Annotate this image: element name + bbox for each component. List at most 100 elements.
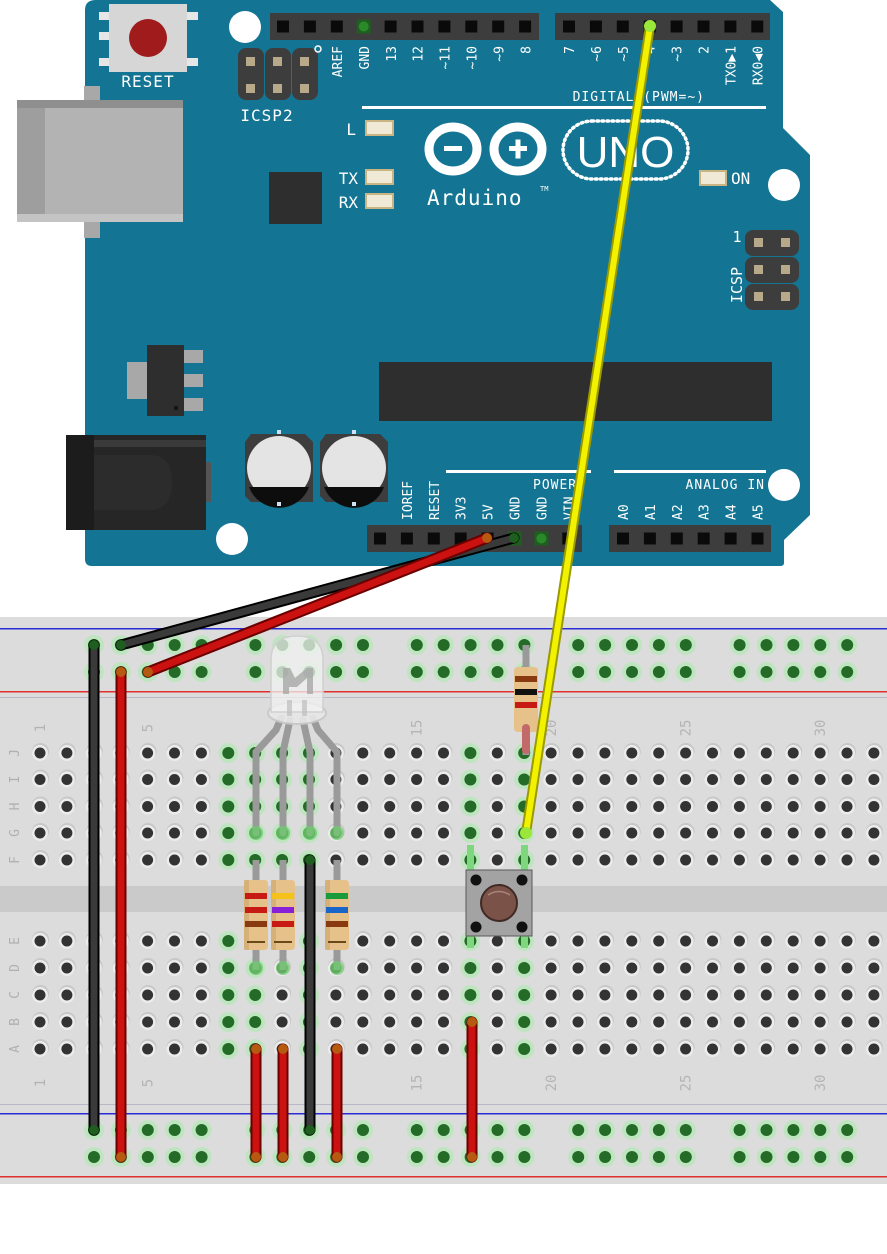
breadboard-hole[interactable] [169, 774, 180, 785]
breadboard-hole[interactable] [357, 747, 369, 759]
breadboard-hole[interactable] [841, 854, 853, 866]
breadboard-hole-active[interactable] [357, 1151, 369, 1163]
breadboard-hole-active[interactable] [626, 1151, 638, 1163]
breadboard-hole[interactable] [707, 962, 718, 974]
breadboard-hole[interactable] [626, 989, 638, 1001]
breadboard-hole-active[interactable] [679, 639, 692, 651]
breadboard-hole[interactable] [787, 827, 799, 839]
breadboard-hole[interactable] [438, 935, 449, 947]
breadboard-hole[interactable] [626, 774, 638, 785]
breadboard-hole[interactable] [545, 1016, 557, 1028]
breadboard-hole[interactable] [868, 827, 880, 839]
breadboard-hole[interactable] [545, 989, 557, 1001]
breadboard-hole[interactable] [384, 989, 396, 1001]
breadboard-hole-active[interactable] [168, 1151, 181, 1163]
breadboard-hole[interactable] [61, 989, 73, 1001]
breadboard-hole-active[interactable] [249, 989, 262, 1001]
breadboard-hole[interactable] [545, 854, 557, 866]
breadboard-hole[interactable] [707, 935, 718, 947]
breadboard-hole-active[interactable] [626, 1124, 638, 1136]
breadboard-hole[interactable] [61, 935, 73, 947]
breadboard-hole-active[interactable] [599, 1151, 612, 1163]
breadboard-hole[interactable] [841, 1016, 853, 1028]
breadboard-hole[interactable] [545, 1043, 557, 1055]
power-pin[interactable] [374, 532, 386, 545]
breadboard-hole-active[interactable] [787, 639, 800, 651]
breadboard-hole[interactable] [61, 854, 73, 866]
breadboard-hole[interactable] [491, 747, 503, 759]
breadboard-hole[interactable] [599, 1043, 611, 1055]
breadboard-hole-active[interactable] [410, 666, 423, 678]
breadboard-hole-active[interactable] [195, 1151, 208, 1163]
breadboard-hole-active[interactable] [464, 989, 477, 1001]
breadboard-hole[interactable] [599, 1016, 611, 1028]
breadboard-hole[interactable] [411, 1016, 423, 1028]
reset-button[interactable] [99, 4, 198, 72]
breadboard-hole[interactable] [169, 1016, 180, 1028]
breadboard-hole[interactable] [626, 1016, 638, 1028]
breadboard-hole[interactable] [599, 747, 611, 759]
breadboard-hole[interactable] [142, 935, 154, 947]
breadboard-hole-active[interactable] [841, 1151, 854, 1163]
breadboard-hole[interactable] [384, 962, 396, 974]
breadboard-hole-active[interactable] [195, 1124, 208, 1136]
digital-pin[interactable] [492, 20, 505, 33]
breadboard-hole-active[interactable] [491, 666, 504, 678]
breadboard-hole[interactable] [357, 1043, 369, 1055]
breadboard-hole-active[interactable] [599, 1124, 612, 1136]
digital-pin[interactable] [438, 20, 451, 33]
breadboard-hole[interactable] [733, 827, 745, 839]
breadboard-hole[interactable] [787, 962, 799, 974]
breadboard-hole[interactable] [411, 747, 423, 759]
breadboard-hole[interactable] [707, 774, 718, 785]
breadboard-hole[interactable] [787, 747, 799, 759]
breadboard-hole[interactable] [491, 962, 503, 974]
breadboard-hole-active[interactable] [222, 989, 235, 1001]
breadboard-hole-active[interactable] [437, 639, 450, 651]
breadboard-hole[interactable] [787, 935, 799, 947]
breadboard-hole[interactable] [411, 827, 423, 839]
breadboard-hole[interactable] [760, 935, 772, 947]
breadboard-hole[interactable] [330, 989, 342, 1001]
power-pin[interactable] [400, 532, 413, 545]
breadboard-hole[interactable] [491, 801, 503, 812]
digital-pin[interactable] [384, 20, 397, 33]
breadboard-hole-active[interactable] [572, 1124, 585, 1136]
breadboard-hole-active[interactable] [222, 854, 235, 866]
breadboard-hole[interactable] [61, 827, 73, 839]
breadboard-hole[interactable] [142, 1016, 154, 1028]
breadboard-hole[interactable] [61, 962, 73, 974]
breadboard-hole[interactable] [868, 935, 880, 947]
breadboard-hole[interactable] [572, 747, 584, 759]
breadboard-hole[interactable] [195, 747, 207, 759]
digital-pin[interactable] [589, 20, 602, 33]
breadboard-hole[interactable] [841, 827, 853, 839]
breadboard-hole[interactable] [787, 989, 799, 1001]
digital-pin[interactable] [724, 20, 737, 33]
breadboard-hole[interactable] [787, 854, 799, 866]
breadboard-hole[interactable] [814, 774, 826, 785]
breadboard-hole[interactable] [760, 989, 772, 1001]
breadboard-hole[interactable] [545, 801, 557, 812]
breadboard-hole[interactable] [760, 854, 772, 866]
breadboard-hole[interactable] [760, 1016, 772, 1028]
breadboard-hole[interactable] [814, 801, 826, 812]
breadboard-hole[interactable] [680, 747, 692, 759]
breadboard-hole-active[interactable] [357, 1124, 369, 1136]
breadboard-hole[interactable] [626, 854, 638, 866]
breadboard-hole-active[interactable] [464, 962, 477, 974]
breadboard-hole[interactable] [142, 774, 154, 785]
breadboard-hole-active[interactable] [814, 666, 827, 678]
breadboard-hole[interactable] [195, 935, 207, 947]
breadboard-hole[interactable] [491, 935, 503, 947]
breadboard-hole-active[interactable] [841, 1124, 854, 1136]
breadboard-hole[interactable] [733, 774, 745, 785]
breadboard-hole-active[interactable] [814, 1151, 827, 1163]
breadboard-hole-active[interactable] [222, 1043, 235, 1055]
breadboard-hole[interactable] [599, 774, 611, 785]
breadboard-hole[interactable] [195, 962, 207, 974]
breadboard-hole[interactable] [61, 774, 73, 785]
pushbutton[interactable] [465, 845, 533, 948]
breadboard-hole[interactable] [760, 962, 772, 974]
breadboard-hole-active[interactable] [491, 639, 504, 651]
